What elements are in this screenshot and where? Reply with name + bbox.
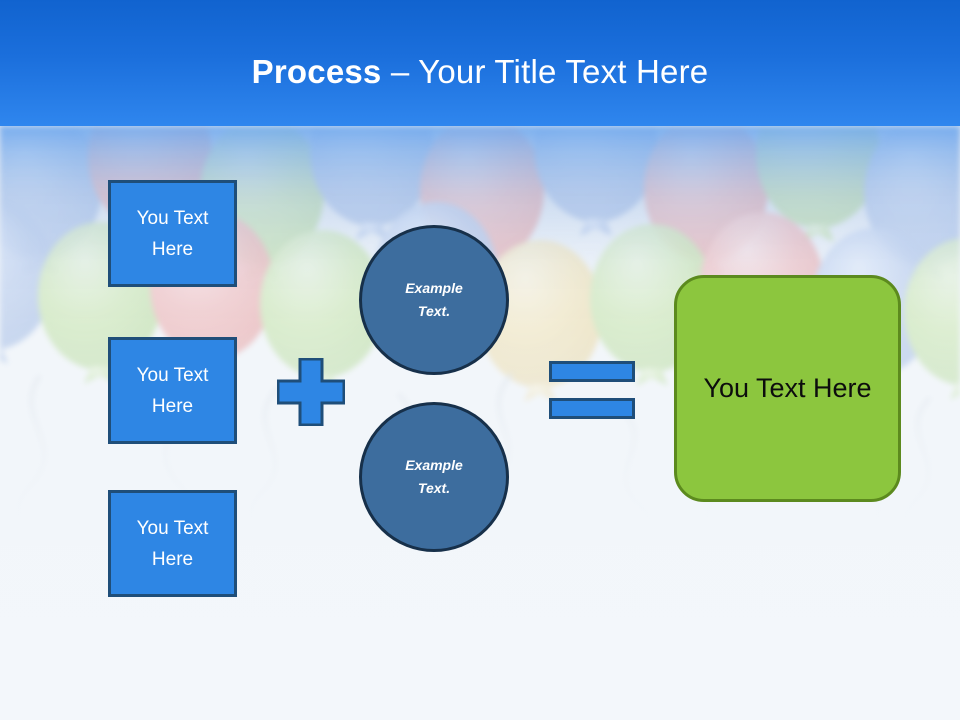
page-title-strong: Process	[251, 53, 382, 90]
example-circle-2-line1: Example	[405, 457, 463, 473]
page-title-rest: – Your Title Text Here	[381, 53, 709, 90]
input-box-3-label: You Text Here	[136, 517, 209, 570]
input-box-2[interactable]: You Text Here	[108, 337, 237, 444]
equals-bar-top	[549, 361, 635, 382]
input-box-3[interactable]: You Text Here	[108, 490, 237, 597]
input-box-2-label: You Text Here	[136, 364, 209, 417]
example-circle-1-line2: Text.	[417, 303, 451, 319]
plus-icon	[277, 358, 345, 426]
equals-bar-bottom	[549, 398, 635, 419]
page-title: Process – Your Title Text Here	[0, 52, 960, 92]
input-box-1-label: You Text Here	[136, 207, 209, 260]
equals-icon	[549, 361, 635, 419]
result-box-label: You Text Here	[703, 373, 872, 403]
example-circle-1-line1: Example	[405, 280, 463, 296]
input-box-1[interactable]: You Text Here	[108, 180, 237, 287]
result-box[interactable]: You Text Here	[674, 275, 901, 502]
example-circle-2-line2: Text.	[417, 480, 451, 496]
title-band: Process – Your Title Text Here	[0, 0, 960, 126]
